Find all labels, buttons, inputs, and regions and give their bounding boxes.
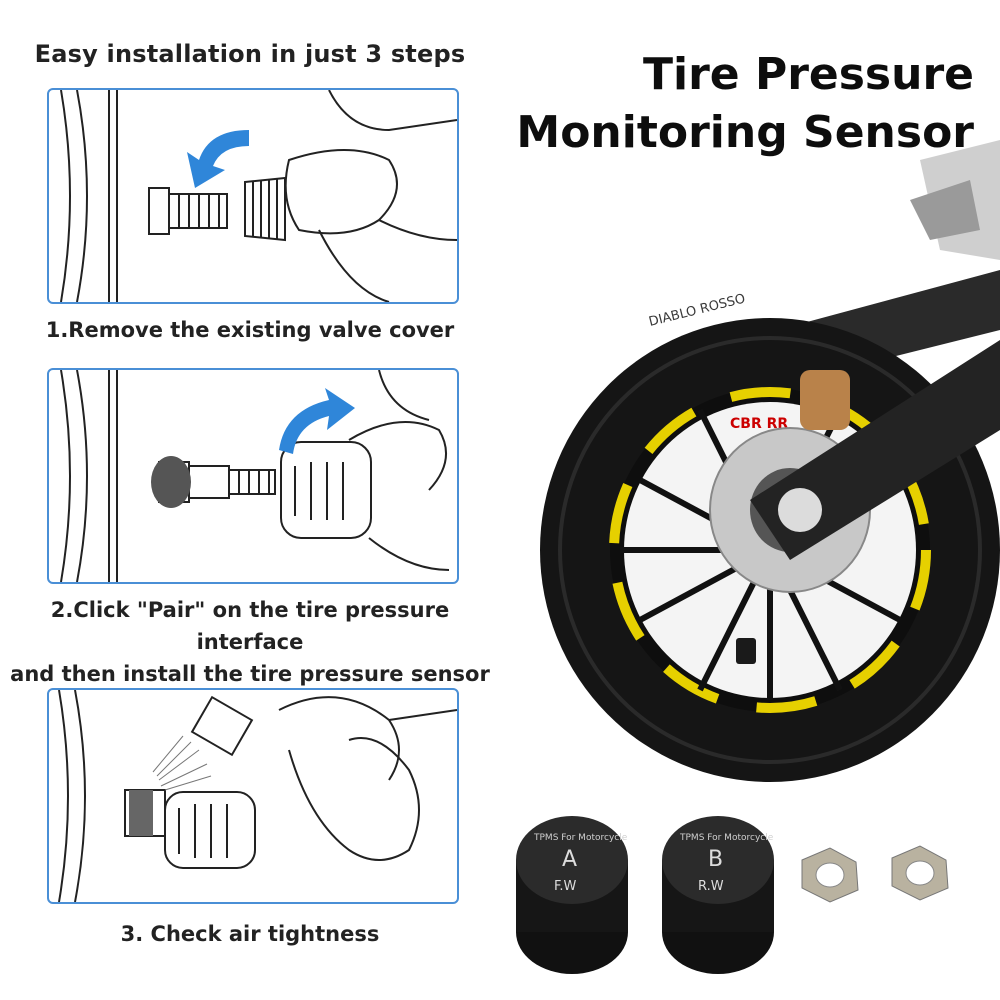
valve-cover-removal-drawing: [60, 90, 457, 302]
air-tightness-check-drawing: [58, 690, 457, 902]
lock-nut-icon: [151, 456, 191, 508]
step-2-illustration: [47, 368, 459, 584]
spray-mist: [152, 735, 212, 791]
title-line-2: Monitoring Sensor: [516, 107, 974, 158]
remove-arrow-icon: [187, 130, 249, 188]
sensor-a-ring-text: TPMS For Motorcycle: [533, 833, 628, 843]
rim-logo-text: CBR RR: [730, 416, 788, 432]
sensor-install-drawing: [60, 370, 450, 582]
step-3-caption: 3. Check air tightness: [120, 922, 380, 946]
sensor-b-position: R.W: [698, 879, 724, 894]
product-scene: DIABLO ROSSO CBR RR TPMS For Motorcycle …: [516, 140, 1000, 974]
step-3-illustration: [47, 688, 459, 904]
sensor-a-letter: A: [562, 847, 577, 872]
hex-nut-2: [891, 845, 949, 901]
hex-nut-1: [801, 847, 859, 903]
step-1-caption: 1.Remove the existing valve cover: [45, 318, 455, 342]
step-2-caption-line-2: and then install the tire pressure senso…: [10, 662, 490, 686]
steps-heading: Easy installation in just 3 steps: [34, 40, 466, 68]
rim-stripe: [609, 387, 931, 713]
brake-caliper: [800, 370, 850, 430]
sensor-a: TPMS For Motorcycle A F.W: [516, 816, 628, 974]
sensor-b-ring-text: TPMS For Motorcycle: [679, 833, 774, 843]
install-arrow-icon: [279, 388, 355, 454]
sensor-a-position: F.W: [554, 879, 577, 894]
main-title: Tire Pressure Monitoring Sensor: [504, 46, 974, 162]
title-line-1: Tire Pressure: [643, 49, 974, 100]
valve-nut-icon: [129, 790, 153, 836]
sensor-b-letter: B: [708, 847, 723, 872]
step-1-illustration: [47, 88, 459, 304]
step-2-caption: 2.Click "Pair" on the tire pressure inte…: [0, 594, 500, 690]
step-2-caption-line-1: 2.Click "Pair" on the tire pressure inte…: [50, 598, 450, 654]
motorcycle-tire: DIABLO ROSSO CBR RR: [540, 291, 1000, 782]
valve-stem: [736, 638, 756, 664]
sensor-b: TPMS For Motorcycle B R.W: [662, 816, 774, 974]
